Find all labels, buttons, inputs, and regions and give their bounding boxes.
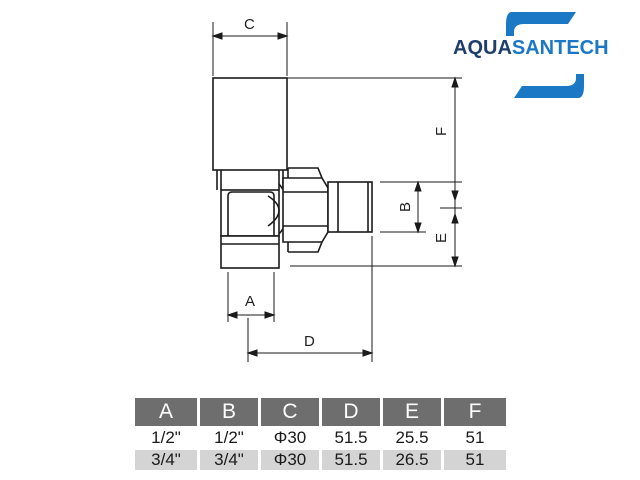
dim-label-d: D xyxy=(304,333,315,350)
header-b: B xyxy=(200,398,258,426)
logo-s-swoosh xyxy=(506,12,576,36)
valve-cap xyxy=(212,77,288,171)
cell: 3/4" xyxy=(135,450,197,470)
header-f: F xyxy=(444,398,506,426)
valve-bottom-nut xyxy=(220,235,280,269)
cell: 26.5 xyxy=(383,450,441,470)
table-row: 1/2" 1/2" Φ30 51.5 25.5 51 xyxy=(135,428,506,448)
dimension-table: A B C D E F 1/2" 1/2" Φ30 51.5 25.5 51 3… xyxy=(132,396,509,472)
logo-text: AQUASANTECH xyxy=(453,36,609,60)
cell: 1/2" xyxy=(214,428,244,447)
valve-union-nut xyxy=(282,177,329,243)
logo-s-swoosh-lower xyxy=(514,74,584,98)
cell: 51.5 xyxy=(322,450,380,470)
valve-technical-drawing: C F B E A D xyxy=(211,16,462,362)
dim-label-a: A xyxy=(245,293,255,310)
dim-label-f: F xyxy=(433,127,450,136)
valve-tailpiece xyxy=(327,181,373,233)
dim-label-b: B xyxy=(397,202,414,212)
cell: Φ30 xyxy=(273,428,307,447)
cell: 1/2" xyxy=(151,428,181,447)
table-row: 3/4" 3/4" Φ30 51.5 26.5 51 xyxy=(135,450,506,470)
cell: 51 xyxy=(465,428,485,447)
header-e: E xyxy=(383,398,441,426)
cell: 51.5 xyxy=(334,428,368,447)
cell: 51 xyxy=(444,450,506,470)
header-d: D xyxy=(322,398,380,426)
logo-text-santech: SANTECH xyxy=(511,37,609,59)
cell: Φ30 xyxy=(261,450,319,470)
header-c: C xyxy=(261,398,319,426)
table-header-row: A B C D E F xyxy=(135,398,506,426)
header-a: A xyxy=(135,398,197,426)
dim-label-c: C xyxy=(244,16,255,33)
brand-logo xyxy=(506,12,584,98)
dim-label-e: E xyxy=(433,233,450,243)
cell: 3/4" xyxy=(200,450,258,470)
logo-text-aqua: AQUA xyxy=(453,37,512,59)
cell: 25.5 xyxy=(395,428,429,447)
